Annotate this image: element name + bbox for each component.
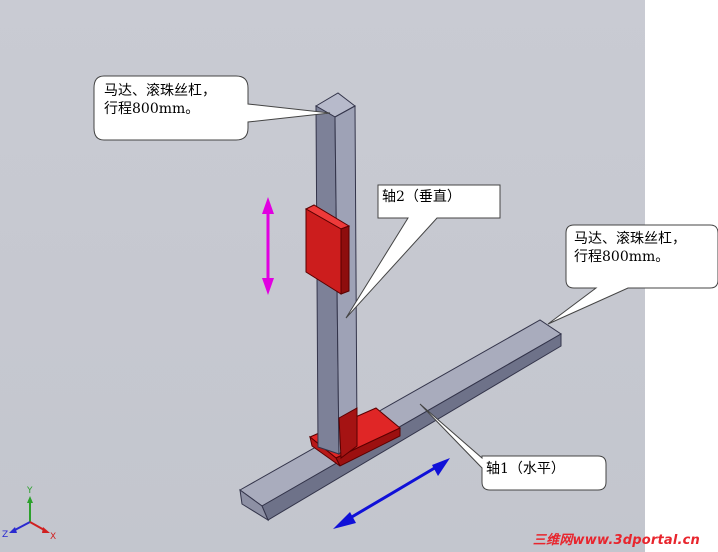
vertical-motion-arrow bbox=[262, 197, 274, 295]
triad-y-label: Y bbox=[27, 486, 33, 496]
horizontal-beam[interactable] bbox=[239, 319, 562, 522]
callout-line: 行程800mm。 bbox=[104, 101, 200, 117]
callout-axis2 bbox=[345, 184, 501, 319]
callout-motor-right bbox=[547, 224, 718, 325]
callout-axis1-text: 轴1（水平） bbox=[486, 461, 565, 477]
callout-axis1 bbox=[419, 403, 607, 491]
triad-z-label: Z bbox=[2, 530, 9, 540]
column-base-block bbox=[338, 407, 358, 459]
callout-motor-right-text: 马达、滚珠丝杠， 行程800mm。 bbox=[574, 230, 686, 266]
callout-motor-top bbox=[93, 75, 331, 141]
triad-x-label: X bbox=[50, 532, 57, 542]
callout-motor-top-text: 马达、滚珠丝杠， 行程800mm。 bbox=[104, 82, 216, 118]
vertical-carriage[interactable] bbox=[304, 204, 351, 295]
callout-line: 马达、滚珠丝杠， bbox=[104, 83, 216, 99]
callout-axis2-text: 轴2（垂直） bbox=[382, 189, 461, 205]
horizontal-motion-arrow bbox=[333, 458, 450, 529]
watermark: 三维网www.3dportal.cn bbox=[532, 533, 700, 548]
coordinate-triad bbox=[9, 496, 50, 533]
callout-line: 马达、滚珠丝杠， bbox=[574, 231, 686, 247]
callout-line: 行程800mm。 bbox=[574, 249, 670, 265]
